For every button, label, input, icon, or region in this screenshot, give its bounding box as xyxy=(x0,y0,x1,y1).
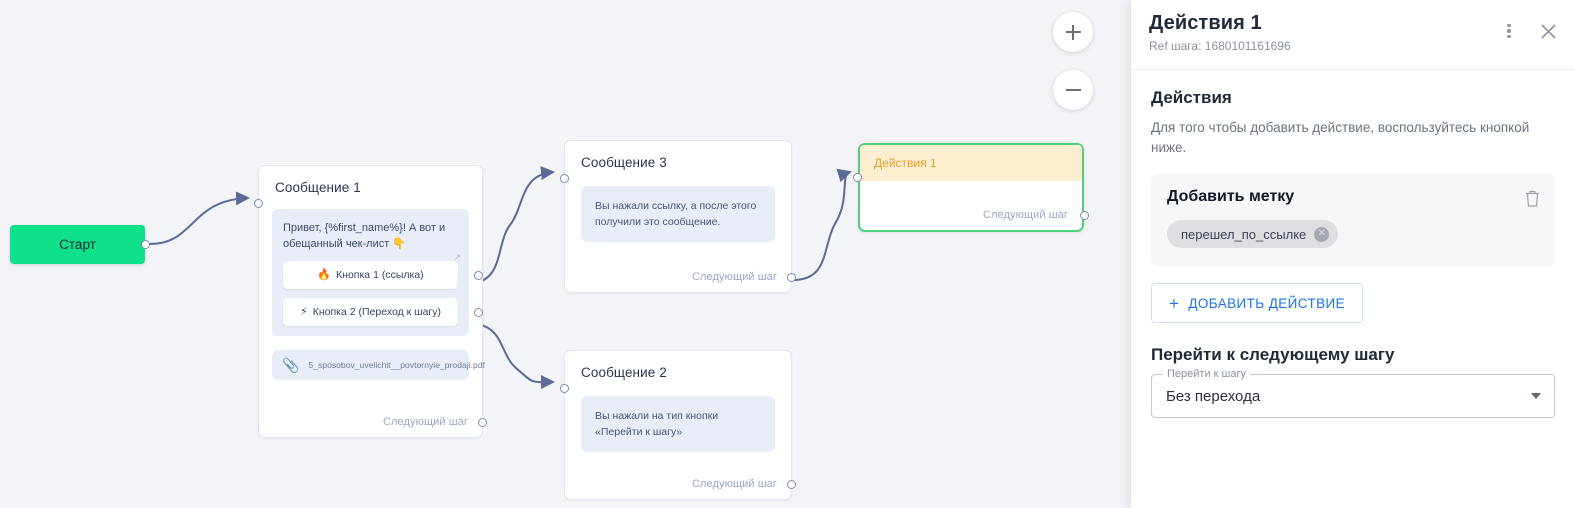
message-button-1-output-port[interactable] xyxy=(474,270,483,280)
node-message-1[interactable]: Сообщение 1 Привет, {%first_name%}! А во… xyxy=(254,165,487,438)
node-message-1-output-port[interactable] xyxy=(478,418,487,427)
paperclip-icon: 📎 xyxy=(282,357,300,373)
plus-icon xyxy=(1065,24,1081,40)
panel-subtitle: Ref шага: 1680101161696 xyxy=(1149,39,1291,53)
message-button-2[interactable]: ⚡ Кнопка 2 (Переход к шагу) xyxy=(283,298,483,326)
node-message-3[interactable]: Сообщение 3 Вы нажали ссылку, а после эт… xyxy=(560,140,796,293)
external-link-icon: ↗ xyxy=(453,252,461,262)
message-bubble: Вы нажали на тип кнопки «Перейти к шагу» xyxy=(581,396,775,452)
panel-header-actions xyxy=(1498,20,1559,42)
attachment-filename: 5_sposobov_uvelichit__povtornyie_prodaji… xyxy=(308,360,486,370)
node-action-1-next-step-label: Следующий шаг xyxy=(982,209,1068,221)
actions-section-title: Действия xyxy=(1151,88,1232,107)
start-node[interactable]: Старт xyxy=(10,225,150,264)
message-button-1-label: Кнопка 1 (ссылка) xyxy=(336,269,424,281)
actions-section-description: Для того чтобы добавить действие, воспол… xyxy=(1151,120,1530,155)
message-button-1[interactable]: 🔥 Кнопка 1 (ссылка) ↗ xyxy=(283,252,483,289)
kebab-menu-icon[interactable] xyxy=(1498,20,1520,42)
label-chip[interactable]: перешел_по_ссылке ✕ xyxy=(1167,220,1339,248)
action-card-title: Добавить метку xyxy=(1167,188,1295,205)
trash-icon[interactable] xyxy=(1524,189,1541,213)
start-node-output-port[interactable] xyxy=(141,240,150,249)
node-message-2-title: Сообщение 2 xyxy=(581,365,667,380)
add-action-button-label: ДОБАВИТЬ ДЕЙСТВИЕ xyxy=(1188,295,1346,311)
close-glyph xyxy=(1540,23,1556,39)
panel-header: Действия 1 Ref шага: 1680101161696 xyxy=(1131,0,1575,70)
node-action-1-input-port[interactable] xyxy=(853,173,862,182)
lightning-icon: ⚡ xyxy=(300,305,308,318)
message-bubble: Привет, {%first_name%}! А вот и обещанны… xyxy=(272,209,483,336)
node-message-3-next-step-label: Следующий шаг xyxy=(691,271,777,283)
node-message-2-output-port[interactable] xyxy=(787,480,796,489)
minus-icon xyxy=(1065,83,1081,98)
node-message-3-output-port[interactable] xyxy=(787,273,796,282)
node-action-1[interactable]: Действия 1 Следующий шаг xyxy=(853,143,1089,232)
step-details-panel: Действия 1 Ref шага: 1680101161696 Дейст… xyxy=(1131,0,1575,508)
node-action-1-title: Действия 1 xyxy=(874,156,937,170)
node-action-1-output-port[interactable] xyxy=(1080,211,1089,220)
message-button-2-label: Кнопка 2 (Переход к шагу) xyxy=(312,306,441,318)
trash-glyph xyxy=(1526,190,1539,207)
node-message-3-input-port[interactable] xyxy=(560,174,569,183)
label-chip-remove-icon[interactable]: ✕ xyxy=(1314,226,1330,242)
chevron-down-icon[interactable] xyxy=(1531,393,1541,399)
node-message-2-input-port[interactable] xyxy=(560,384,569,393)
message-bubble-text: Вы нажали на тип кнопки «Перейти к шагу» xyxy=(595,410,719,438)
message-bubble-text: Привет, {%first_name%}! А вот и обещанны… xyxy=(283,222,446,250)
node-message-3-title: Сообщение 3 xyxy=(581,155,667,170)
node-action-1-header: Действия 1 xyxy=(860,145,1082,181)
action-card-add-label: Добавить метку перешел_по_ссылке ✕ xyxy=(1151,174,1555,266)
node-message-1-title: Сообщение 1 xyxy=(275,180,361,195)
zoom-in-button[interactable] xyxy=(1053,12,1093,52)
goto-step-select-value: Без перехода xyxy=(1166,387,1261,405)
start-node-label: Старт xyxy=(59,237,96,252)
flow-canvas[interactable]: Старт Сообщение 1 Привет, {%first_name%}… xyxy=(0,0,1131,508)
panel-body: Действия Для того чтобы добавить действи… xyxy=(1131,70,1575,418)
message-bubble-text: Вы нажали ссылку, а после этого получили… xyxy=(595,200,757,228)
message-bubble: Вы нажали ссылку, а после этого получили… xyxy=(581,186,775,242)
node-message-2-next-step-label: Следующий шаг xyxy=(691,478,777,490)
node-message-1-next-step-label: Следующий шаг xyxy=(382,416,468,428)
attachment-item[interactable]: 📎 5_sposobov_uvelichit__povtornyie_proda… xyxy=(272,350,485,380)
plus-icon: + xyxy=(1169,293,1180,313)
label-chip-text: перешел_по_ссылке xyxy=(1181,226,1307,242)
add-action-button[interactable]: + ДОБАВИТЬ ДЕЙСТВИЕ xyxy=(1151,283,1364,323)
goto-step-select-legend: Перейти к шагу xyxy=(1163,368,1250,380)
goto-step-select[interactable]: Перейти к шагу Без перехода xyxy=(1151,368,1555,418)
zoom-out-button[interactable] xyxy=(1053,70,1093,110)
goto-section-title: Перейти к следующему шагу xyxy=(1151,345,1395,364)
node-message-1-input-port[interactable] xyxy=(254,199,263,208)
message-button-2-output-port[interactable] xyxy=(474,307,483,317)
panel-title: Действия 1 xyxy=(1149,12,1262,34)
fire-icon: 🔥 xyxy=(317,268,332,281)
close-icon[interactable] xyxy=(1537,20,1559,42)
node-message-2[interactable]: Сообщение 2 Вы нажали на тип кнопки «Пер… xyxy=(560,350,796,500)
